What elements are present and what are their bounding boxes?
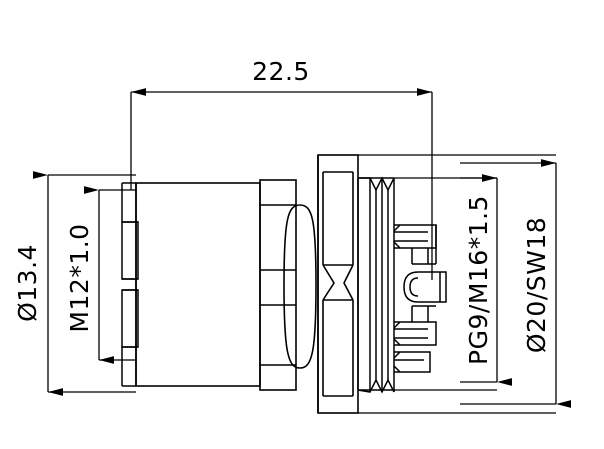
front-shoulder bbox=[121, 182, 136, 387]
front-keyway-slots bbox=[121, 221, 139, 348]
dimension-label-thread-front: M12*1.0 bbox=[65, 223, 94, 332]
rear-flange-body bbox=[317, 154, 359, 414]
dimension-thread-rear bbox=[460, 174, 512, 386]
dimension-label-diameter-rear: Ø20/SW18 bbox=[522, 217, 551, 353]
dimension-label-thread-rear: PG9/M16*1.5 bbox=[464, 195, 493, 365]
dimension-diameter-rear bbox=[460, 159, 571, 408]
rear-thread-pg9 bbox=[357, 176, 395, 394]
front-barrel bbox=[135, 182, 261, 387]
dimension-label-diameter-front: Ø13.4 bbox=[13, 244, 42, 322]
o-ring-seal bbox=[283, 204, 317, 369]
dimension-thread-front bbox=[84, 186, 136, 364]
dimension-label-length: 22.5 bbox=[252, 57, 310, 86]
hex-nut bbox=[259, 179, 297, 391]
dimension-diameter-front bbox=[33, 171, 136, 396]
dimension-length-overall bbox=[130, 88, 433, 280]
contact-pins bbox=[393, 224, 447, 373]
